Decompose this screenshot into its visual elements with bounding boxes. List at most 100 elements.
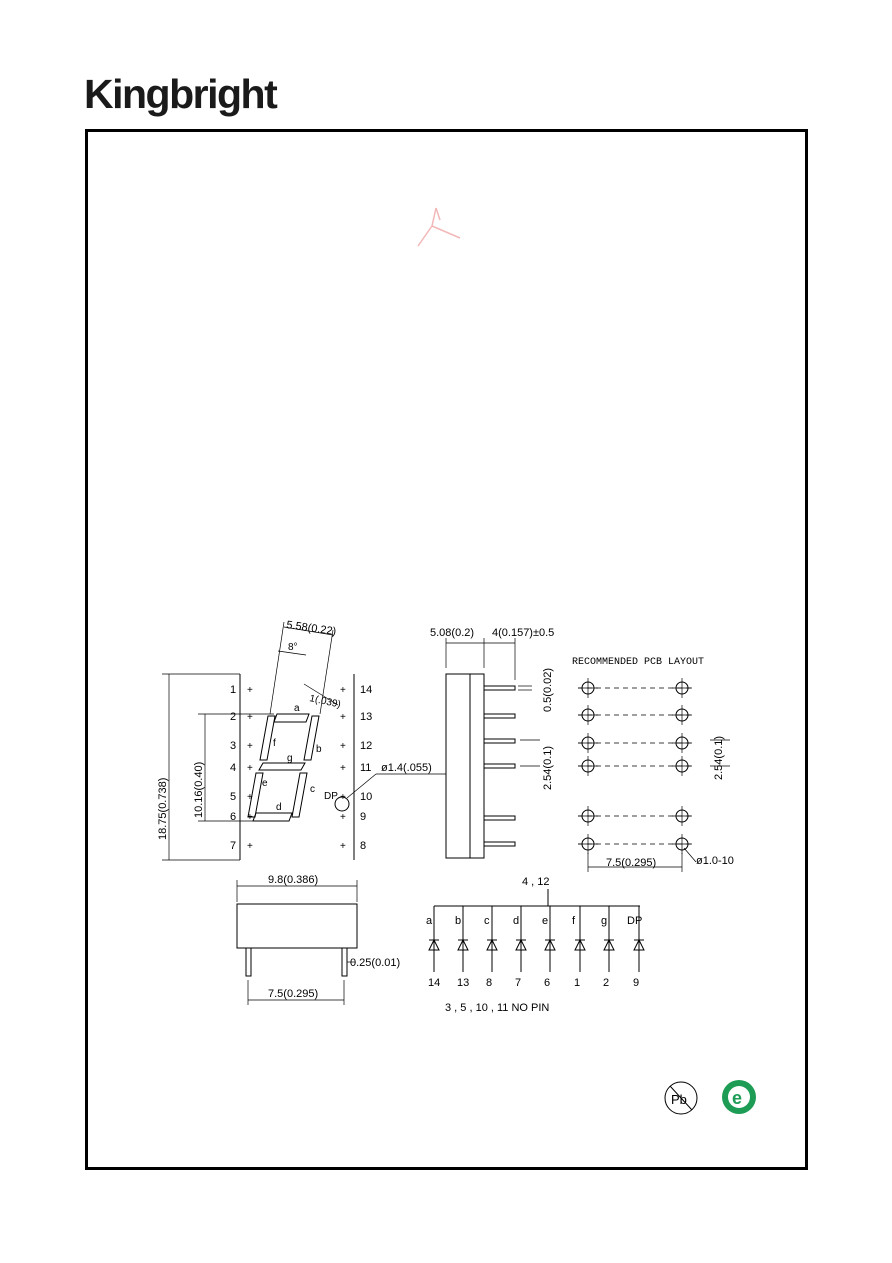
side-pin [483,713,516,719]
svg-text:e: e [732,1088,742,1108]
diode-icon [428,938,440,951]
pin-cross-icon: + [247,712,253,723]
segment-a [273,713,310,723]
diode-icon [486,938,498,951]
drawing-frame [85,129,808,1170]
pin-number-left: 5 [230,791,236,803]
digit-segments [247,713,320,822]
dim-side-pitch: 2.54(0.1) [542,746,554,790]
pin-cross-icon: + [247,841,253,852]
diode-icon [544,938,556,951]
dim-hole: ø1.0-10 [696,855,734,867]
diode-pin-number: 6 [544,977,550,989]
pin-number-right: 14 [360,684,372,696]
dim-pcb-pitch: 2.54(0.1) [713,736,725,780]
diode-icon [574,938,586,951]
pin-number-right: 9 [360,811,366,823]
dim-dp: ø1.4(.055) [381,762,432,774]
segment-label-f: f [273,738,276,749]
segment-f [259,715,276,761]
pin-number-left: 4 [230,762,236,774]
segment-label-e: e [262,778,268,789]
pin-cross-icon: + [340,812,346,823]
pin-number-left: 7 [230,840,236,852]
no-pin-note: 3 , 5 , 10 , 11 NO PIN [445,1002,549,1014]
diode-segment-label: e [542,915,548,927]
segment-g [258,762,306,771]
pin-number-right: 13 [360,711,372,723]
diode-pin-number: 13 [457,977,469,989]
bottom-view: 9.8(0.386) 0.25(0.01) 7.5(0.295) [236,874,400,1005]
diode-pin-number: 14 [428,977,440,989]
dim-row-spacing: 7.5(0.295) [268,988,318,1000]
diode-pin-number: 1 [574,977,580,989]
diode-icon [515,938,527,951]
side-pin [483,815,516,821]
diode-pin-number: 8 [486,977,492,989]
segment-label-b: b [316,744,322,755]
pin-number-right: 8 [360,840,366,852]
segment-c [291,772,308,818]
pin-cross-icon: + [340,841,346,852]
diode-segment-label: c [484,915,490,927]
dim-width-top: 5.58(0.22) [286,619,337,638]
pin-number-left: 1 [230,684,236,696]
diode-pin-number: 2 [603,977,609,989]
segment-label-c: c [310,784,315,795]
side-pin [483,763,516,769]
dim-pin: 4(0.157)±0.5 [492,627,554,639]
pin-number-right: 10 [360,791,372,803]
pin-cross-icon: + [247,763,253,774]
side-pin [483,738,516,744]
pin-cross-icon: + [340,712,346,723]
pin-cross-icon: + [247,792,253,803]
watermark-icon [417,207,461,247]
pin-number-right: 11 [360,762,371,774]
decimal-point [334,796,350,812]
diode-segment-label: g [601,915,607,927]
pin-number-right: 12 [360,740,372,752]
dim-pin-thickness: 0.25(0.01) [350,957,400,969]
pcb-layout: RECOMMENDED PCB LAYOUT 2.54(0.1) 7.5(0.2… [572,657,734,872]
dim-seg-width: 1(.039) [308,693,341,710]
pin-cross-icon: + [247,685,253,696]
common-pins-label: 4 , 12 [522,876,550,888]
diode-segment-label: f [572,915,576,927]
diode-segment-label: a [426,915,433,927]
segment-label-d: d [276,802,282,813]
dim-bottom-width: 9.8(0.386) [268,874,318,886]
diode-icon [457,938,469,951]
dp-label: DP [324,791,338,802]
segment-label-a: a [294,703,300,714]
pin-cross-icon: + [247,741,253,752]
pin-number-left: 6 [230,811,236,823]
diode-icon [603,938,615,951]
diode-segment-label: b [455,915,461,927]
dim-total-height: 18.75(0.738) [157,778,169,840]
diode-pin-number: 7 [515,977,521,989]
dim-body: 5.08(0.2) [430,627,474,639]
segment-label-g: g [287,753,293,764]
diode-segment-label: DP [627,915,642,927]
pin-cross-icon: + [340,685,346,696]
pcb-title: RECOMMENDED PCB LAYOUT [572,657,704,668]
pin-number-left: 2 [230,711,236,723]
pb-free-icon: Pb [664,1081,698,1115]
svg-text:Pb: Pb [671,1092,687,1107]
diode-icon [633,938,645,951]
segment-d [252,812,293,822]
side-pin [483,685,516,691]
pin-number-left: 3 [230,740,236,752]
dim-digit-height: 10.16(0.40) [193,762,205,818]
dim-angle: 8° [288,642,298,653]
brand-logo: Kingbright [84,71,278,117]
front-view: 1+2+3+4+5+6+7+ 14+13+12+11+10+9+8+ a b c… [157,619,446,861]
segment-b [303,715,320,761]
dim-pcb-row: 7.5(0.295) [606,857,656,869]
side-view: 5.08(0.2) 4(0.157)±0.5 0.5(0.02) 2.54(0.… [430,627,554,859]
diode-segment-label: d [513,915,519,927]
dim-pin-width: 0.5(0.02) [542,668,554,712]
side-pin [483,841,516,847]
